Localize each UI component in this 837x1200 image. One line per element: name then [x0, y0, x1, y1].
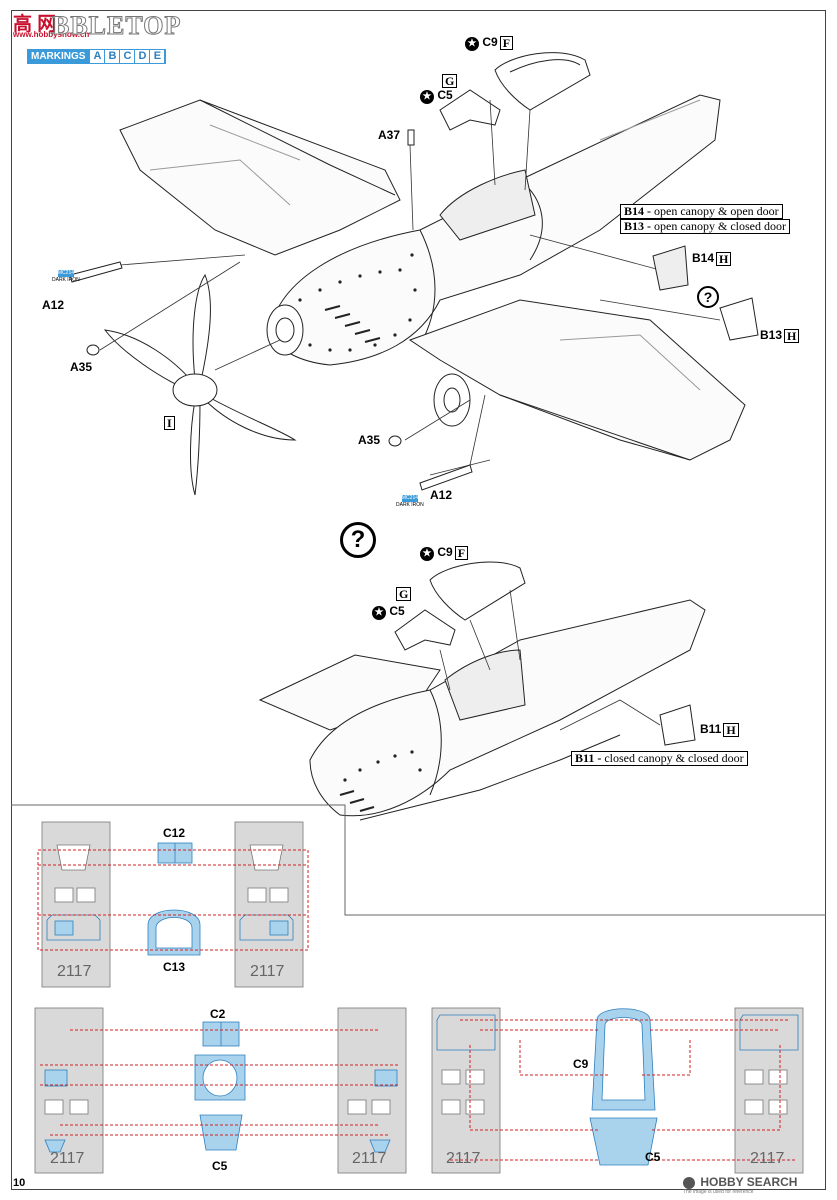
footer-brand: HOBBY SEARCH	[683, 1175, 797, 1189]
mask-sheet-number-2a: 2117	[50, 1150, 85, 1167]
part-a35-top	[86, 344, 100, 356]
question-icon-step2: ?	[340, 522, 376, 558]
markings-label: MARKINGS	[31, 51, 86, 62]
gluing-star-icon: ★	[465, 37, 479, 51]
mask-sheet-number-3b: 2117	[750, 1150, 785, 1167]
label-a35-top: A35	[70, 360, 93, 374]
part-a12-top	[69, 261, 123, 283]
windscreen-c5	[439, 89, 501, 131]
cockpit	[439, 169, 536, 241]
spinner	[266, 304, 304, 356]
option-b14: B14 - open canopy & open door	[620, 204, 783, 219]
main-wheel	[433, 373, 471, 427]
canopy-c9	[494, 52, 591, 111]
option-b11: B11 - closed canopy & closed door	[571, 751, 748, 766]
part-b14	[652, 245, 689, 291]
part-a37	[407, 129, 415, 146]
gluing-star-icon: ★	[420, 547, 434, 561]
gluing-star-icon: ★	[372, 606, 386, 620]
mask-sheet-number-1b: 2117	[250, 963, 285, 980]
mask-set2	[34, 1007, 407, 1174]
label-c5: ★ C5	[420, 88, 453, 104]
right-wing	[408, 299, 746, 461]
mask-label-c2: C2	[210, 1007, 226, 1021]
mask-sheet-3a	[431, 1007, 501, 1174]
gluing-star-icon: ★	[420, 90, 434, 104]
fuselage	[269, 94, 721, 366]
page-frame	[11, 10, 826, 1190]
mask-sheet-2a	[34, 1007, 104, 1174]
label-a37: A37	[378, 128, 401, 142]
mask-sheet-number-2b: 2117	[352, 1150, 387, 1167]
marking-c: C	[120, 50, 135, 63]
part-a35-bottom	[388, 435, 402, 447]
step2-cockpit	[444, 649, 526, 721]
footer-note: The image is used for reference	[683, 1189, 754, 1195]
marking-b: B	[105, 50, 120, 63]
mask-c5-set2	[199, 1114, 243, 1151]
step2-wing	[258, 654, 441, 731]
mask-label-c12: C12	[163, 826, 186, 840]
label-a12-top: A12	[42, 298, 65, 312]
part-a12-bottom	[419, 464, 473, 491]
mask-label-c5-set2: C5	[212, 1159, 228, 1173]
propeller	[192, 273, 211, 386]
label-prop-box: I	[162, 415, 175, 430]
mask-set3	[431, 1007, 804, 1174]
mask-label-c5-set3: C5	[645, 1150, 661, 1164]
paint-ref-bottom: MC214 DARK IRON	[396, 495, 424, 508]
label-a12-bottom: A12	[430, 488, 453, 502]
marking-e: E	[150, 50, 165, 63]
mask-label-c9: C9	[573, 1057, 589, 1071]
markings-bar: MARKINGS A B C D E	[27, 49, 167, 64]
label-a35-bottom: A35	[358, 433, 381, 447]
mask-sheet-number-1a: 2117	[57, 963, 92, 980]
option-b13: B13 - open canopy & closed door	[620, 219, 790, 234]
label-c5-box: G	[440, 73, 458, 88]
part-b13	[719, 297, 759, 341]
mask-set1	[37, 821, 309, 988]
step2-label-c5: ★ C5	[372, 604, 405, 620]
step2-windscreen-c5	[394, 609, 456, 651]
part-b11	[659, 704, 696, 746]
hobby-search-logo-icon	[683, 1176, 695, 1189]
mask-sheet-number-3a: 2117	[446, 1150, 481, 1167]
page-number: 10	[13, 1177, 26, 1189]
step2-label-c5-box: G	[394, 586, 412, 601]
paint-ref-top: MC214 DARK IRON	[52, 270, 80, 283]
marking-d: D	[135, 50, 150, 63]
watermark-url: www.hobbyshow.cn	[13, 30, 90, 39]
mask-sheet-2b	[337, 1007, 407, 1174]
marking-a: A	[90, 50, 105, 63]
step2-canopy-c9	[429, 561, 526, 621]
question-icon-step1: ?	[697, 286, 719, 308]
mask-sheet-3b	[734, 1007, 804, 1174]
watermark-site: 高 网	[13, 14, 57, 35]
watermark-brand: BBLETOP	[51, 11, 182, 41]
mask-label-c13: C13	[163, 960, 186, 974]
mask-c5-set3	[589, 1117, 658, 1166]
